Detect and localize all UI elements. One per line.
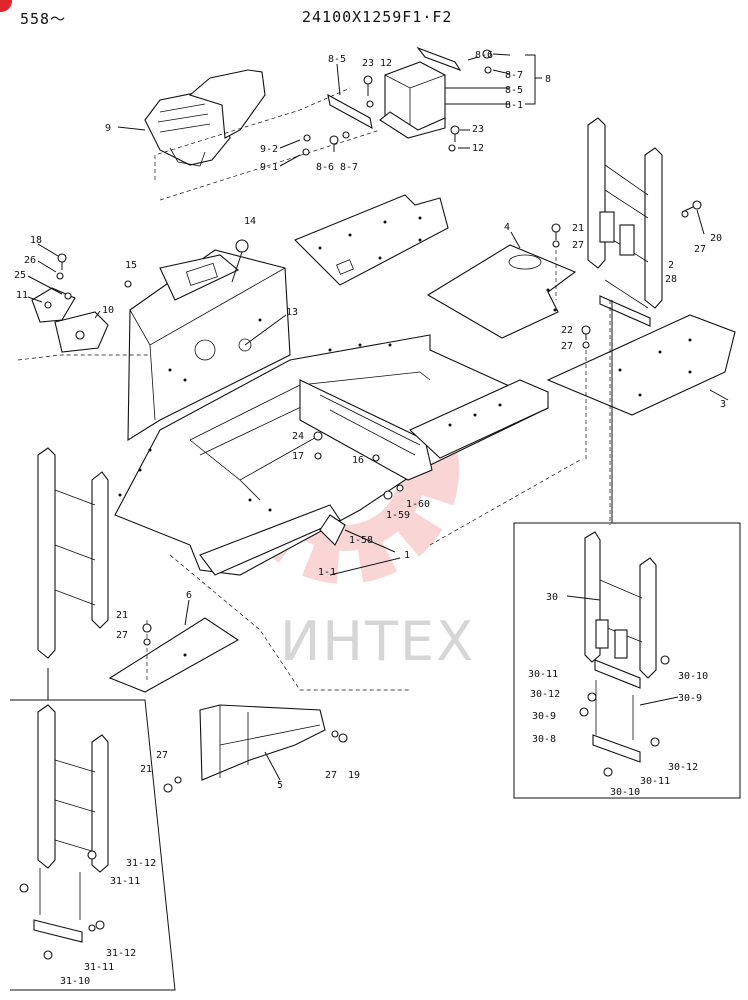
fastener-15-part (124, 280, 132, 288)
callout-8-1: 8-1 (505, 100, 523, 111)
callout-27f: 27 (325, 770, 337, 781)
callout-27a: 27 (572, 240, 584, 251)
knob-14-part (231, 239, 249, 283)
floor-plate-3-part (546, 314, 736, 416)
callout-30-11a: 30-11 (528, 669, 558, 680)
callout-27c: 27 (561, 341, 573, 352)
callout-28: 28 (665, 274, 677, 285)
callout-8-7b: 8-7 (340, 162, 358, 173)
callout-27d: 27 (116, 630, 128, 641)
callout-23a: 23 (362, 58, 374, 69)
main-frame-part (114, 249, 549, 576)
callout-30-10a: 30-10 (678, 671, 708, 682)
bracket-10-11-part (31, 253, 109, 353)
callout-8: 8 (545, 74, 551, 85)
callout-6: 6 (186, 590, 192, 601)
seat-mount-bracket-part (327, 46, 462, 139)
detail-box-30 (513, 522, 741, 799)
callout-30-9a: 30-9 (678, 693, 702, 704)
page-number: 558〜 (20, 10, 67, 28)
callout-8-5b: 8-5 (328, 54, 346, 65)
callout-21b: 21 (116, 610, 128, 621)
step-assembly-30-part (579, 531, 670, 777)
step-assembly-31-part (19, 704, 109, 960)
drawing-number: 24100X1259F1·F2 (302, 8, 453, 26)
callout-1-59: 1-59 (386, 510, 410, 521)
detail-box-31 (10, 699, 176, 991)
callout-9-1: 9-1 (260, 162, 278, 173)
callout-2: 2 (668, 260, 674, 271)
callout-11: 11 (16, 290, 28, 301)
callout-31-12b: 31-12 (106, 948, 136, 959)
callout-27b: 27 (694, 244, 706, 255)
callout-23b: 23 (472, 124, 484, 135)
callout-25: 25 (14, 270, 26, 281)
callout-1-60: 1-60 (406, 499, 430, 510)
step-ladder-right-part (587, 117, 663, 327)
callout-9-2: 9-2 (260, 144, 278, 155)
callout-21c: 21 (140, 764, 152, 775)
callout-8-6b: 8-6 (316, 162, 334, 173)
seat-part (144, 69, 266, 167)
callout-8-6a: 8-6 (475, 50, 493, 61)
callout-12a: 12 (380, 58, 392, 69)
callout-21a: 21 (572, 223, 584, 234)
callout-26: 26 (24, 255, 36, 266)
callout-1-1: 1-1 (318, 567, 336, 578)
callout-13: 13 (286, 307, 298, 318)
callout-8-7a: 8-7 (505, 70, 523, 81)
callout-27e: 27 (156, 750, 168, 761)
callout-9: 9 (105, 123, 111, 134)
callout-8-5a: 8-5 (505, 85, 523, 96)
callout-1: 1 (404, 550, 410, 561)
bolt-group-20-27 (681, 200, 702, 218)
step-ladder-left-part (37, 447, 109, 659)
callout-4: 4 (504, 222, 510, 233)
callout-24: 24 (292, 431, 304, 442)
callout-31-11b: 31-11 (84, 962, 114, 973)
callout-10: 10 (102, 305, 114, 316)
watermark-text: ИНТЕХ (280, 610, 475, 673)
callout-16: 16 (352, 455, 364, 466)
bracket-5-part (163, 704, 348, 793)
callout-31-11a: 31-11 (110, 876, 140, 887)
side-panel-right-part (409, 379, 549, 459)
callout-31-10: 31-10 (60, 976, 90, 987)
callout-18: 18 (30, 235, 42, 246)
callout-15: 15 (125, 260, 137, 271)
callout-14: 14 (244, 216, 256, 227)
leader-lines (27, 53, 729, 781)
callout-31-12a: 31-12 (126, 858, 156, 869)
bolt-group-top (302, 49, 492, 156)
plate-6-part (108, 617, 240, 693)
callout-30: 30 (546, 592, 558, 603)
cover-plate-4-part (426, 244, 577, 339)
callout-3: 3 (720, 399, 726, 410)
callout-30-11b: 30-11 (640, 776, 670, 787)
callout-20: 20 (710, 233, 722, 244)
fastener-16-17-24-part (313, 431, 404, 500)
callout-22: 22 (561, 325, 573, 336)
bolt-group-4 (551, 223, 561, 300)
callout-30-12a: 30-12 (530, 689, 560, 700)
callout-19: 19 (348, 770, 360, 781)
callout-1-58: 1-58 (349, 535, 373, 546)
callout-12b: 12 (472, 143, 484, 154)
callout-30-8: 30-8 (532, 734, 556, 745)
callout-17: 17 (292, 451, 304, 462)
callout-30-10b: 30-10 (610, 787, 640, 798)
callout-30-9b: 30-9 (532, 711, 556, 722)
bolt-group-22-27 (581, 325, 591, 460)
floor-plate-upper-part (294, 194, 449, 286)
callout-5: 5 (277, 780, 283, 791)
callout-30-12b: 30-12 (668, 762, 698, 773)
